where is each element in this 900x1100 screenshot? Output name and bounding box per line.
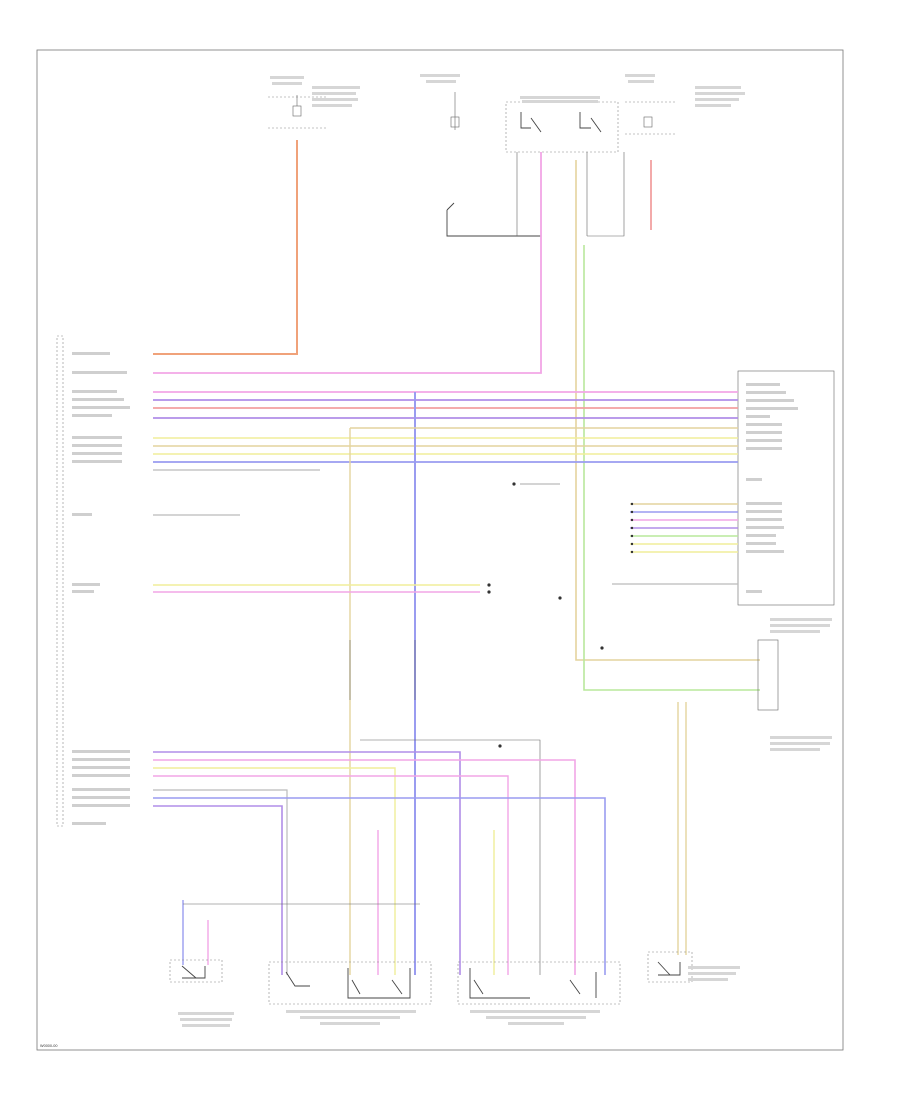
- right-module-labels: [746, 383, 798, 593]
- lower-wires: [153, 702, 687, 975]
- wire-pink-top: [153, 152, 542, 374]
- bottom-center-left-actuator: [268, 961, 432, 1005]
- bus-wires: [153, 391, 738, 516]
- wire-green: [583, 245, 760, 691]
- right-control-module: [737, 370, 835, 606]
- wire-orange: [153, 140, 298, 355]
- footer-code: W0000-00: [40, 1044, 58, 1048]
- bottom-right-switch: [647, 951, 693, 983]
- top-switch: [446, 202, 541, 237]
- top-center-fuse: [450, 92, 460, 130]
- left-control-module: [56, 335, 64, 827]
- mid-lead-lines: [349, 640, 541, 975]
- top-relay-box: [505, 101, 619, 153]
- bottom-left-switch: [169, 959, 223, 983]
- right-module-inputs: [520, 483, 738, 585]
- left-module-labels: [72, 352, 130, 825]
- component-captions: [178, 74, 832, 1027]
- top-right-fuse: [625, 101, 677, 135]
- wire-tan-vertical: [349, 427, 738, 975]
- right-mid-relay: [757, 639, 779, 711]
- diagram-frame: [36, 49, 844, 1051]
- bottom-center-right-actuator: [457, 961, 621, 1005]
- top-left-fuse: [268, 95, 328, 129]
- wire-tan-main: [575, 160, 760, 661]
- connector-dots: [487, 482, 634, 748]
